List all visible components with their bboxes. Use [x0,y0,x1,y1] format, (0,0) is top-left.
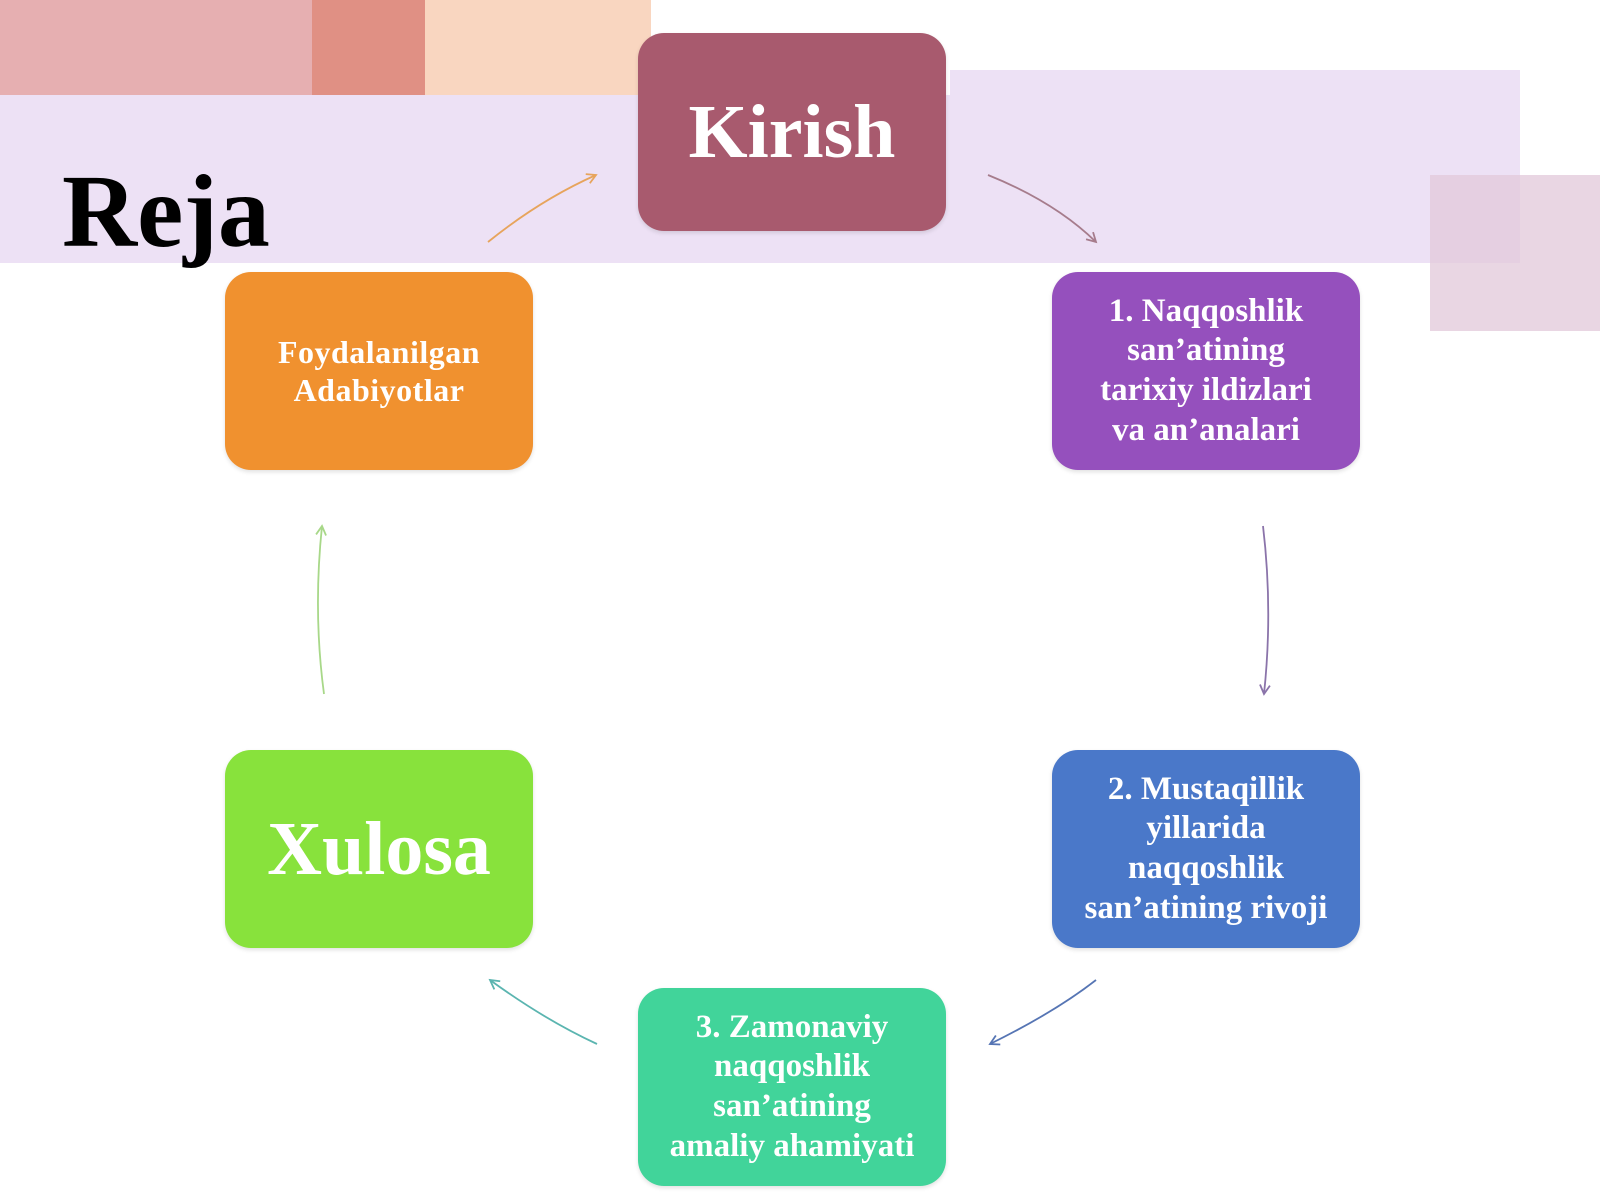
arrow-1-to-2 [1259,525,1271,696]
decor-mauve-block [1430,175,1600,331]
arrow-kirish-to-1 [987,174,1098,244]
arrow-xulosa-to-adabiyotlar [315,524,327,695]
node-zamonaviy-label: 3. Zamonaviy naqqoshlik san’atining amal… [669,1008,915,1164]
arrow-2-to-3 [988,979,1097,1046]
node-mustaqillik-label: 2. Mustaqillik yillarida naqqoshlik san’… [1084,770,1328,926]
node-adabiyotlar: Foydalanilgan Adabiyotlar [225,272,533,470]
decor-peach-block [425,0,651,95]
arrow-adabiyotlar-to-kirish [487,173,598,243]
node-kirish: Kirish [638,33,946,231]
decor-rose-block [312,0,425,95]
node-adabiyotlar-label: Foydalanilgan Adabiyotlar [277,333,481,408]
node-kirish-label: Kirish [688,90,896,174]
node-naqqoshlik-tarix-label: 1. Naqqoshlik san’atining tarixiy ildizl… [1100,292,1312,448]
node-xulosa: Xulosa [225,750,533,948]
node-xulosa-label: Xulosa [267,807,491,891]
node-mustaqillik: 2. Mustaqillik yillarida naqqoshlik san’… [1052,750,1360,948]
node-naqqoshlik-tarix: 1. Naqqoshlik san’atining tarixiy ildizl… [1052,272,1360,470]
arrow-3-to-xulosa [488,978,598,1045]
slide-title: Reja [62,154,270,269]
node-zamonaviy: 3. Zamonaviy naqqoshlik san’atining amal… [638,988,946,1186]
decor-lilac-band-top [950,70,1520,95]
